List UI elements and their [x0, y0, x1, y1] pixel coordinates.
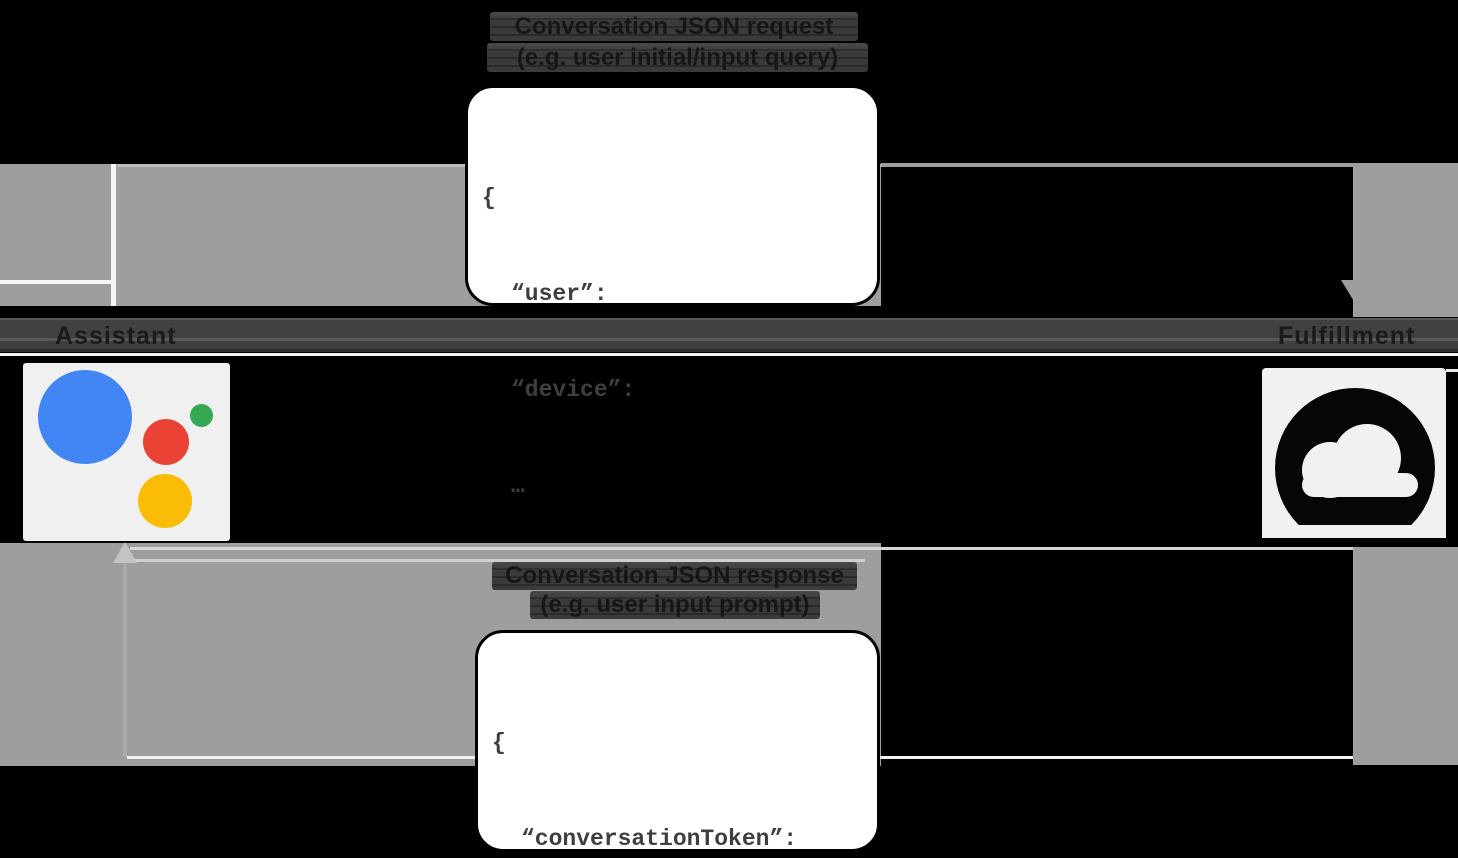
request-arrowhead-down-icon [1341, 280, 1369, 303]
request-code-line: “device”: [511, 377, 636, 403]
endpoint-label-stripe [0, 318, 1458, 352]
response-code-line: “conversationToken”: [521, 826, 798, 852]
assistant-label: Assistant [55, 322, 177, 350]
request-label-line1: Conversation JSON request [490, 12, 858, 41]
request-arrow-line [881, 163, 1353, 167]
request-arrow-segment-vertical-left [111, 164, 116, 306]
response-code-line: { [492, 730, 506, 756]
request-arrow-column-right [1353, 163, 1458, 317]
request-label-line2: (e.g. user initial/input query) [487, 43, 868, 72]
stripe-divider-line [0, 353, 1458, 356]
response-arrow-column-right [1353, 547, 1458, 765]
response-label-line1: Conversation JSON response [492, 562, 857, 590]
response-band-edge-line-1 [130, 547, 1353, 550]
request-json-box: { “user”: “device”: … } [465, 85, 880, 595]
tile-edge-line [1446, 369, 1458, 372]
response-json-box: { “conversationToken”: “userStorage”: … … [475, 630, 880, 852]
request-code-line: … [511, 473, 525, 499]
assistant-tile [23, 363, 230, 541]
assistant-logo-blue-circle [38, 370, 132, 464]
request-code-line: “user”: [511, 281, 608, 307]
assistant-logo-green-circle [190, 404, 213, 427]
response-label-line2: (e.g. user input prompt) [530, 591, 820, 619]
cloud-icon [1262, 388, 1446, 548]
fulfillment-label: Fulfillment [1278, 322, 1416, 350]
request-code-line: { [482, 185, 496, 211]
response-band-edge-line-2 [130, 559, 865, 562]
assistant-logo-yellow-circle [138, 474, 192, 528]
response-arrowhead-up-icon [113, 542, 137, 563]
assistant-logo-red-circle [143, 419, 189, 465]
fulfillment-tile [1262, 368, 1446, 548]
response-arrow-segment-vertical-left [123, 563, 127, 757]
request-arrow-segment-horizontal-left [0, 280, 111, 284]
